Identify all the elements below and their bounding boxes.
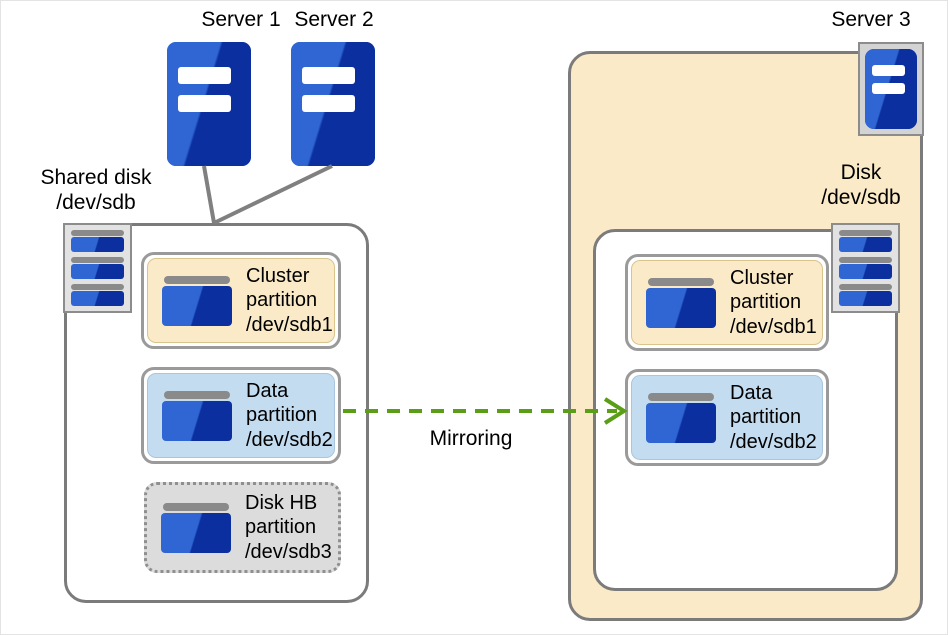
partition-disk-icon xyxy=(162,275,232,326)
data-partition-left[interactable]: Data partition /dev/sdb2 xyxy=(141,367,341,464)
cluster-partition-right-text: Cluster partition /dev/sdb1 xyxy=(730,266,817,339)
disk-platter-2-body xyxy=(71,263,124,280)
disk-platter-3 xyxy=(71,283,124,306)
server-3-icon-slot-2 xyxy=(872,83,905,95)
cluster-partition-right-line1: Cluster xyxy=(730,266,794,289)
cluster-partition-right-line2: partition xyxy=(730,291,802,314)
data-partition-right-inner: Data partition /dev/sdb2 xyxy=(631,375,823,460)
cluster-partition-right-line3: /dev/sdb1 xyxy=(730,315,817,338)
cluster-partition-left-text: Cluster partition /dev/sdb1 xyxy=(246,264,333,337)
partition-disk-icon-cap xyxy=(648,277,714,286)
server-2-icon xyxy=(291,42,375,166)
partition-disk-icon-cap xyxy=(648,392,714,401)
partition-disk-icon xyxy=(162,390,232,441)
server-2-icon-slot-2 xyxy=(302,95,356,113)
partition-disk-icon xyxy=(646,277,716,328)
data-partition-right-line2: partition xyxy=(730,406,802,429)
server-1-icon-slot-1 xyxy=(178,66,232,84)
server-3-label: Server 3 xyxy=(831,8,911,31)
cluster-partition-left-line2: partition xyxy=(246,289,318,312)
disk-platter-3 xyxy=(839,283,892,306)
server1-to-shared-disk-line xyxy=(202,165,216,224)
disk-platter-3-cap xyxy=(71,283,124,290)
data-partition-left-text: Data partition /dev/sdb2 xyxy=(246,379,333,452)
disk-platter-3-body xyxy=(71,290,124,306)
partition-disk-icon-body xyxy=(646,402,716,443)
cluster-partition-left-line1: Cluster xyxy=(246,264,310,287)
data-partition-left-line1: Data xyxy=(246,379,289,402)
disk-hb-partition-left-line2: partition xyxy=(245,516,317,539)
disk-platter-1-body xyxy=(839,237,892,253)
partition-disk-icon-body xyxy=(162,285,232,326)
partition-disk-icon-body xyxy=(162,400,232,441)
partition-disk-icon-body xyxy=(646,287,716,328)
right-disk-stack-icon xyxy=(831,223,900,313)
server-3-icon-slot-1 xyxy=(872,65,905,76)
shared-disk-stack-icon xyxy=(63,223,132,313)
partition-disk-icon xyxy=(161,502,231,553)
disk-platter-1 xyxy=(839,230,892,253)
data-partition-right-line3: /dev/sdb2 xyxy=(730,430,817,453)
server2-to-shared-disk-line xyxy=(213,164,333,225)
server-1-icon-slot-2 xyxy=(178,95,232,113)
partition-disk-icon-body xyxy=(161,512,231,553)
data-partition-left-inner: Data partition /dev/sdb2 xyxy=(147,373,335,458)
cluster-partition-left[interactable]: Cluster partition /dev/sdb1 xyxy=(141,252,341,349)
disk-hb-partition-left[interactable]: Disk HB partition /dev/sdb3 xyxy=(144,482,341,573)
disk-platter-1-cap xyxy=(71,230,124,236)
disk-platter-2 xyxy=(839,256,892,280)
disk-platter-1 xyxy=(71,230,124,253)
disk-hb-partition-left-inner: Disk HB partition /dev/sdb3 xyxy=(147,485,338,570)
server-1-label: Server 1 xyxy=(201,8,281,31)
disk-platter-3-cap xyxy=(839,283,892,290)
cluster-partition-left-inner: Cluster partition /dev/sdb1 xyxy=(147,258,335,343)
disk-platter-1-cap xyxy=(839,230,892,236)
cluster-partition-left-line3: /dev/sdb1 xyxy=(246,313,333,336)
data-partition-right-text: Data partition /dev/sdb2 xyxy=(730,381,817,454)
disk-platter-3-body xyxy=(839,290,892,306)
disk-hb-partition-left-line1: Disk HB xyxy=(245,491,318,514)
disk-hb-partition-left-line3: /dev/sdb3 xyxy=(245,540,332,563)
partition-disk-icon-cap xyxy=(164,275,230,284)
mirroring-label: Mirroring xyxy=(429,427,513,450)
disk-platter-1-body xyxy=(71,237,124,253)
right-disk-label-line2: /dev/sdb xyxy=(821,186,901,209)
server-1-icon xyxy=(167,42,251,166)
disk-platter-2-cap xyxy=(71,256,124,263)
partition-disk-icon xyxy=(646,392,716,443)
shared-disk-label-line1: Shared disk xyxy=(40,166,152,189)
server-2-label: Server 2 xyxy=(294,8,374,31)
disk-hb-partition-left-text: Disk HB partition /dev/sdb3 xyxy=(245,491,332,564)
disk-platter-2-cap xyxy=(839,256,892,263)
disk-platter-2 xyxy=(71,256,124,280)
server-2-icon-slot-1 xyxy=(302,66,356,84)
cluster-partition-right[interactable]: Cluster partition /dev/sdb1 xyxy=(625,254,829,351)
server-3-icon xyxy=(865,49,917,129)
data-partition-left-line3: /dev/sdb2 xyxy=(246,428,333,451)
data-partition-right[interactable]: Data partition /dev/sdb2 xyxy=(625,369,829,466)
data-partition-right-line1: Data xyxy=(730,381,773,404)
right-disk-label-line1: Disk xyxy=(840,161,882,184)
disk-platter-2-body xyxy=(839,263,892,280)
cluster-partition-right-inner: Cluster partition /dev/sdb1 xyxy=(631,260,823,345)
shared-disk-label-line2: /dev/sdb xyxy=(56,191,136,214)
partition-disk-icon-cap xyxy=(164,390,230,399)
data-partition-left-line2: partition xyxy=(246,404,318,427)
partition-disk-icon-cap xyxy=(163,502,229,511)
